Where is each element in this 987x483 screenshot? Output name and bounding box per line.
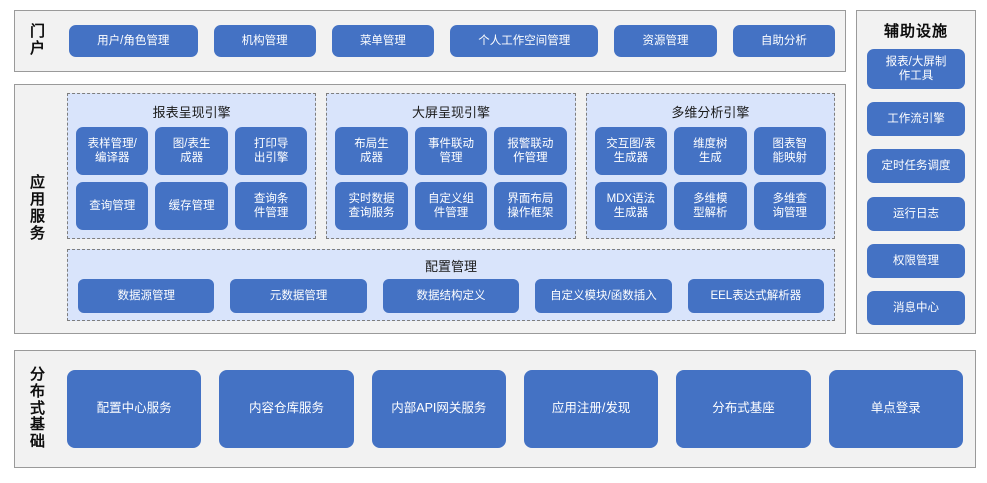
engine-panel-multidimensional: 多维分析引擎 交互图/表 生成器 维度树 生成 图表智 能映射 MDX语法 生成…: [585, 93, 835, 239]
large-screen-item-realtime-data-query-service[interactable]: 实时数据 查询服务: [335, 182, 408, 230]
base-item-internal-api-gateway-service[interactable]: 内部API网关服务: [371, 370, 506, 448]
auxiliary-facilities-section: 辅助设施 报表/大屏制 作工具 工作流引擎 定时任务调度 运行日志 权限管理 消…: [856, 10, 976, 334]
portal-item-org-management[interactable]: 机构管理: [213, 25, 316, 57]
engine-panels: 报表呈现引擎 表样管理/ 编译器 图/表生 成器 打印导 出引擎 查询管理 缓存…: [67, 93, 835, 239]
multidim-item-mdx-syntax-generator[interactable]: MDX语法 生成器: [594, 182, 668, 230]
aux-item-message-center[interactable]: 消息中心: [867, 290, 965, 325]
base-item-distributed-foundation[interactable]: 分布式基座: [676, 370, 811, 448]
large-screen-item-alarm-linkage-action-management[interactable]: 报警联动 作管理: [494, 127, 567, 175]
auxiliary-facilities-title: 辅助设施: [883, 23, 948, 40]
portal-section: 门户 用户/角色管理 机构管理 菜单管理 个人工作空间管理 资源管理 自助分析: [14, 10, 846, 72]
engine-panel-report-grid: 表样管理/ 编译器 图/表生 成器 打印导 出引擎 查询管理 缓存管理 查询条 …: [76, 127, 308, 230]
config-item-custom-module-function-insert[interactable]: 自定义模块/函数插入: [535, 279, 672, 313]
engine-panel-report-title: 报表呈现引擎: [152, 105, 231, 120]
report-item-template-management-compiler[interactable]: 表样管理/ 编译器: [76, 127, 149, 175]
application-services-section-label-text: 应用服务: [29, 174, 46, 242]
aux-item-operation-log[interactable]: 运行日志: [867, 196, 965, 231]
portal-section-label-text: 门户: [29, 23, 46, 57]
distributed-base-row: 配置中心服务 内容仓库服务 内部API网关服务 应用注册/发现 分布式基座 单点…: [67, 351, 963, 467]
report-item-cache-management[interactable]: 缓存管理: [155, 182, 228, 230]
config-item-metadata-management[interactable]: 元数据管理: [230, 279, 367, 313]
multidim-item-multidimensional-query-management[interactable]: 多维查 询管理: [753, 182, 826, 230]
base-item-content-repository-service[interactable]: 内容仓库服务: [219, 370, 354, 448]
portal-item-resource-management[interactable]: 资源管理: [614, 25, 717, 57]
configuration-management-panel: 配置管理 数据源管理 元数据管理 数据结构定义 自定义模块/函数插入 EEL表达…: [67, 249, 835, 321]
portal-item-self-service-analysis[interactable]: 自助分析: [732, 25, 835, 57]
application-services-body: 报表呈现引擎 表样管理/ 编译器 图/表生 成器 打印导 出引擎 查询管理 缓存…: [67, 93, 835, 325]
large-screen-item-event-linkage-management[interactable]: 事件联动 管理: [414, 127, 488, 175]
base-item-application-registry-discovery[interactable]: 应用注册/发现: [523, 370, 659, 448]
aux-item-scheduled-task-scheduler[interactable]: 定时任务调度: [867, 149, 965, 184]
portal-section-label: 门户: [15, 11, 61, 71]
engine-panel-large-screen: 大屏呈现引擎 布局生 成器 事件联动 管理 报警联动 作管理 实时数据 查询服务…: [326, 93, 576, 239]
report-item-chart-table-generator[interactable]: 图/表生 成器: [155, 127, 228, 175]
engine-panel-multidimensional-grid: 交互图/表 生成器 维度树 生成 图表智 能映射 MDX语法 生成器 多维模 型…: [594, 127, 826, 230]
aux-item-workflow-engine[interactable]: 工作流引擎: [867, 102, 965, 137]
distributed-base-section: 分布式基础 配置中心服务 内容仓库服务 内部API网关服务 应用注册/发现 分布…: [14, 350, 976, 468]
multidim-item-multidimensional-model-parsing[interactable]: 多维模 型解析: [674, 182, 747, 230]
multidim-item-chart-smart-mapping[interactable]: 图表智 能映射: [753, 127, 826, 175]
multidim-item-interactive-chart-table-generator[interactable]: 交互图/表 生成器: [594, 127, 668, 175]
portal-button-row: 用户/角色管理 机构管理 菜单管理 个人工作空间管理 资源管理 自助分析: [69, 11, 835, 71]
report-item-print-export-engine[interactable]: 打印导 出引擎: [234, 127, 308, 175]
report-item-query-condition-management[interactable]: 查询条 件管理: [234, 182, 308, 230]
multidim-item-dimension-tree-generation[interactable]: 维度树 生成: [674, 127, 747, 175]
base-item-config-center-service[interactable]: 配置中心服务: [67, 370, 202, 448]
config-item-data-structure-definition[interactable]: 数据结构定义: [382, 279, 520, 313]
configuration-management-title: 配置管理: [424, 259, 477, 274]
aux-item-permission-management[interactable]: 权限管理: [867, 243, 965, 278]
engine-panel-large-screen-grid: 布局生 成器 事件联动 管理 报警联动 作管理 实时数据 查询服务 自定义组 件…: [335, 127, 567, 230]
application-services-section: 应用服务 报表呈现引擎 表样管理/ 编译器 图/表生 成器 打印导 出引擎 查询…: [14, 84, 846, 334]
large-screen-item-layout-generator[interactable]: 布局生 成器: [335, 127, 408, 175]
config-item-datasource-management[interactable]: 数据源管理: [78, 279, 215, 313]
large-screen-item-ui-layout-framework[interactable]: 界面布局 操作框架: [494, 182, 567, 230]
auxiliary-facilities-list: 报表/大屏制 作工具 工作流引擎 定时任务调度 运行日志 权限管理 消息中心: [857, 49, 975, 327]
engine-panel-multidimensional-title: 多维分析引擎: [671, 105, 750, 120]
distributed-base-section-label: 分布式基础: [15, 351, 61, 467]
base-item-single-sign-on[interactable]: 单点登录: [828, 370, 963, 448]
application-services-section-label: 应用服务: [15, 85, 61, 333]
distributed-base-section-label-text: 分布式基础: [29, 366, 46, 451]
aux-item-report-large-screen-builder[interactable]: 报表/大屏制 作工具: [867, 49, 965, 89]
configuration-management-row: 数据源管理 元数据管理 数据结构定义 自定义模块/函数插入 EEL表达式解析器: [78, 279, 825, 313]
engine-panel-large-screen-title: 大屏呈现引擎: [411, 105, 490, 120]
portal-item-user-role-management[interactable]: 用户/角色管理: [69, 25, 198, 57]
engine-panel-report: 报表呈现引擎 表样管理/ 编译器 图/表生 成器 打印导 出引擎 查询管理 缓存…: [67, 93, 317, 239]
portal-item-personal-workspace-management[interactable]: 个人工作空间管理: [450, 25, 599, 57]
large-screen-item-custom-component-management[interactable]: 自定义组 件管理: [414, 182, 488, 230]
report-item-query-management[interactable]: 查询管理: [76, 182, 149, 230]
config-item-eel-expression-parser[interactable]: EEL表达式解析器: [687, 279, 825, 313]
portal-item-menu-management[interactable]: 菜单管理: [331, 25, 435, 57]
